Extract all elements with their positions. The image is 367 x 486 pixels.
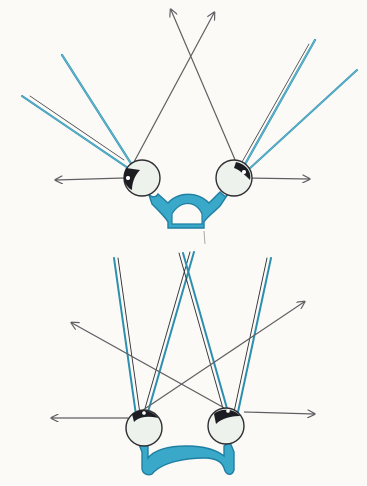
ray [62, 55, 132, 165]
bottom-figure [52, 252, 314, 475]
ray [234, 258, 267, 412]
ray-right-horizontal [244, 412, 314, 414]
ray [248, 70, 357, 170]
ray-left-horizontal [56, 178, 124, 180]
bottom-right-eyeball-icon [208, 408, 244, 444]
bottom-horizontal-rays [52, 412, 314, 418]
top-right-eyeball-icon [216, 160, 252, 196]
ray [30, 96, 124, 160]
divider-mark [204, 231, 205, 244]
ray-right-horizontal [246, 178, 309, 179]
top-figure [22, 10, 357, 228]
top-crossing-rays [134, 10, 236, 162]
top-left-blue-rays [22, 55, 132, 168]
ray [114, 258, 136, 415]
ray [244, 40, 315, 166]
bottom-left-eyeball-icon [126, 410, 162, 446]
top-right-blue-rays [242, 40, 357, 170]
ray-right-eye-to-upper-left [72, 323, 228, 410]
ray-left-eye-to-upper-right [134, 13, 214, 162]
ray [179, 253, 224, 412]
ray [118, 258, 140, 414]
bottom-diagonal-rays [72, 302, 304, 412]
ray [148, 252, 194, 412]
top-left-eyeball-icon [124, 160, 160, 196]
optic-nerve-arch [138, 442, 234, 475]
top-horizontal-rays [56, 178, 309, 180]
ray [144, 252, 190, 412]
